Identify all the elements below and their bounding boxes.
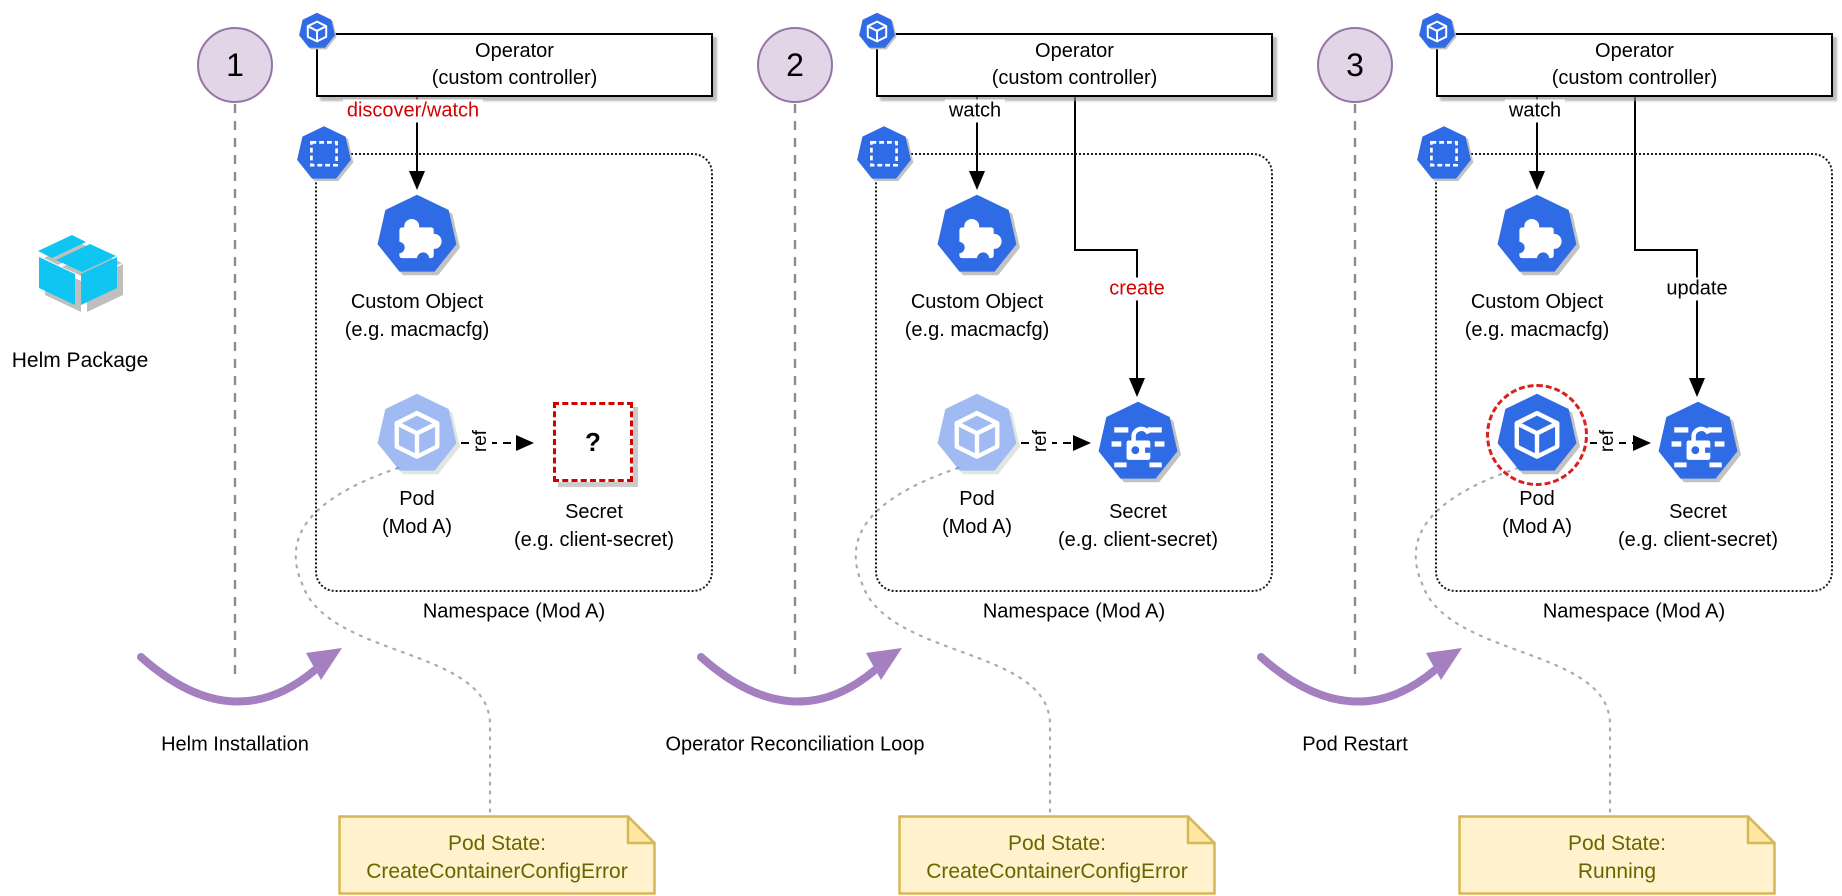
pod-icon — [933, 392, 1021, 480]
pod-label: Pod (Mod A) — [941, 488, 1013, 538]
operator-title: Operator — [475, 40, 554, 62]
custom-object-label: Custom Object (e.g. macmacfg) — [904, 291, 1050, 341]
secret-label: Secret (e.g. client-secret) — [1057, 501, 1219, 551]
pod-label: Pod (Mod A) — [381, 488, 453, 538]
operator-box: Operator (custom controller) — [316, 33, 713, 97]
stage-2-panel: 2 Operator (custom controller) watch cre… — [560, 0, 1300, 896]
operator-title: Operator — [1595, 40, 1674, 62]
stage-number-badge: 1 — [197, 27, 273, 103]
watch-edge-label: watch — [1504, 99, 1566, 123]
ref-edge-label: ref — [470, 427, 492, 455]
note-text: Pod State: CreateContainerConfigError — [366, 832, 628, 883]
operator-box: Operator (custom controller) — [1436, 33, 1833, 97]
note-shape — [338, 815, 656, 895]
namespace-label: Namespace (Mod A) — [422, 600, 606, 623]
stage-number-badge: 3 — [1317, 27, 1393, 103]
ref-edge-label: ref — [1030, 427, 1052, 455]
stage-1-connectors — [137, 97, 534, 814]
stage-label: Helm Installation — [161, 733, 309, 756]
watch-edge-label: watch — [944, 99, 1006, 123]
kubernetes-cube-icon — [857, 12, 897, 52]
helm-package-label: Helm Package — [11, 349, 149, 372]
stage-3-panel: 3 Operator (custom controller) watch upd… — [1120, 0, 1842, 896]
pod-label: Pod (Mod A) — [1501, 488, 1573, 538]
watch-edge-label: discover/watch — [342, 99, 484, 123]
namespace-box — [315, 153, 713, 592]
namespace-icon — [854, 125, 914, 185]
update-edge-label: update — [1662, 277, 1732, 301]
pod-state-note: Pod State: Running — [1458, 815, 1776, 895]
pod-icon — [373, 392, 461, 480]
secret-label: Secret (e.g. client-secret) — [1617, 501, 1779, 551]
pod-icon — [1493, 392, 1581, 480]
namespace-box — [875, 153, 1273, 592]
stage-1-panel: 1 Operator (custom controller) discover/… — [0, 0, 740, 896]
namespace-icon — [1414, 125, 1474, 185]
missing-secret-placeholder: ? — [553, 402, 633, 482]
stage-2-connectors — [697, 97, 1145, 814]
note-text: Pod State: Running — [1567, 832, 1667, 883]
pod-state-note: Pod State: CreateContainerConfigError — [338, 815, 656, 895]
stage-number: 3 — [1346, 46, 1364, 83]
operator-title: Operator — [1035, 40, 1114, 62]
note-text: Pod State: CreateContainerConfigError — [926, 832, 1188, 883]
kubernetes-cube-icon — [297, 12, 337, 52]
operator-subtitle: (custom controller) — [431, 67, 598, 89]
custom-object-icon — [373, 193, 461, 281]
kubernetes-cube-icon — [1417, 12, 1457, 52]
create-edge-label: create — [1105, 277, 1169, 301]
operator-subtitle: (custom controller) — [1551, 67, 1718, 89]
stage-number-badge: 2 — [757, 27, 833, 103]
namespace-label: Namespace (Mod A) — [982, 600, 1166, 623]
operator-box: Operator (custom controller) — [876, 33, 1273, 97]
stage-label: Pod Restart — [1302, 733, 1408, 756]
secret-label: Secret (e.g. client-secret) — [513, 501, 675, 551]
ref-edge-label: ref — [1597, 427, 1619, 455]
pod-highlight-ring — [1486, 384, 1588, 486]
namespace-icon — [294, 125, 354, 185]
stage-label: Operator Reconciliation Loop — [665, 733, 925, 756]
custom-object-icon — [1493, 193, 1581, 281]
pod-state-note: Pod State: CreateContainerConfigError — [898, 815, 1216, 895]
question-mark: ? — [585, 426, 601, 457]
note-shape — [1458, 815, 1776, 895]
custom-object-label: Custom Object (e.g. macmacfg) — [1464, 291, 1610, 341]
note-shape — [898, 815, 1216, 895]
namespace-box — [1435, 153, 1833, 592]
operator-subtitle: (custom controller) — [991, 67, 1158, 89]
stage-number: 2 — [786, 46, 804, 83]
namespace-label: Namespace (Mod A) — [1542, 600, 1726, 623]
stage-3-connectors — [1257, 97, 1705, 814]
secret-icon — [1654, 400, 1742, 488]
custom-object-icon — [933, 193, 1021, 281]
helm-package-icon — [38, 235, 123, 312]
stage-number: 1 — [226, 46, 244, 83]
custom-object-label: Custom Object (e.g. macmacfg) — [344, 291, 490, 341]
